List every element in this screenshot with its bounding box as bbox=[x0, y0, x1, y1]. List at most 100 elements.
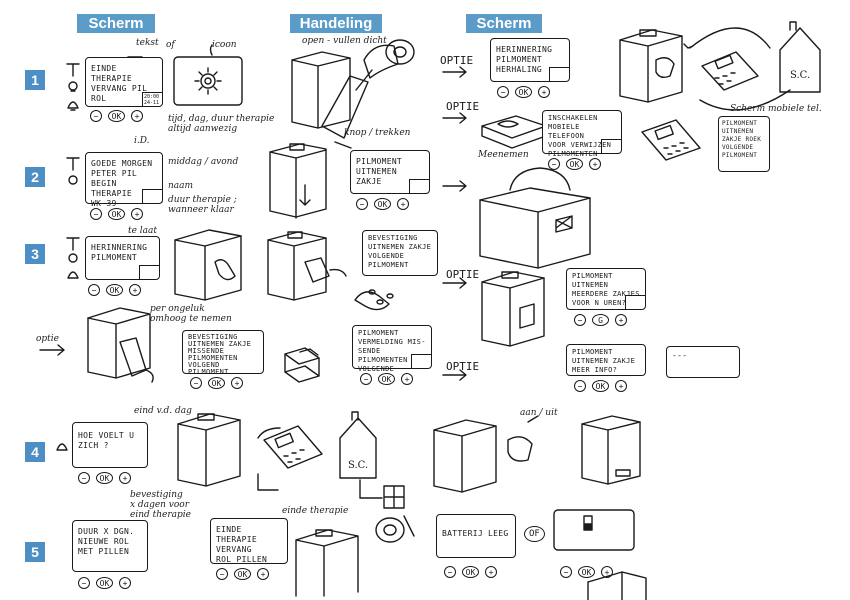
screen-text: PILMOMENT UITNEMEN MEERDERE ZAKJES VOOR … bbox=[572, 272, 640, 307]
screen-inschakelen-mobiel: INSCHAKELEN MOBIELE TELEFOON VOOR VERWIJ… bbox=[542, 110, 622, 158]
screen-pilmoment-vermelding: PILMOMENT VERMELDING MIS- SENDE PILMOMEN… bbox=[352, 325, 432, 373]
button-row: − OK + bbox=[548, 158, 601, 170]
note-optie-r4: OPTIE bbox=[446, 360, 480, 373]
bell-icon bbox=[67, 101, 79, 111]
ok-button[interactable]: OK bbox=[592, 380, 609, 392]
plus-button[interactable]: + bbox=[485, 566, 497, 578]
header-handeling: Handeling bbox=[290, 14, 382, 33]
minus-button[interactable]: − bbox=[560, 566, 572, 578]
screen-goede-morgen: GOEDE MORGEN PETER PIL BEGIN THERAPIE WK… bbox=[85, 152, 163, 208]
note-optie-r3: OPTIE bbox=[446, 268, 480, 281]
minus-button[interactable]: − bbox=[548, 158, 560, 170]
screen-text: PILMOMENT UITNEMEN ZAKJE ROEK VOLGENDE P… bbox=[722, 120, 762, 159]
screen-text: INSCHAKELEN MOBIELE TELEFOON VOOR VERWIJ… bbox=[548, 114, 612, 158]
minus-button[interactable]: − bbox=[216, 568, 228, 580]
minus-button[interactable]: − bbox=[360, 373, 372, 385]
plus-button[interactable]: + bbox=[615, 380, 627, 392]
screen-text: EINDE THERAPIE VERVANG ROL PILLEN bbox=[216, 525, 268, 564]
note-scherm-mobiel: Scherm mobiele tel. bbox=[730, 104, 822, 114]
button-row: − OK + bbox=[216, 568, 269, 580]
screen-time: 20:00 24-11 bbox=[142, 92, 162, 106]
note-tekst: tekst bbox=[136, 38, 159, 48]
ok-button[interactable]: OK bbox=[208, 377, 225, 389]
row-number-5: 5 bbox=[25, 542, 45, 562]
plus-button[interactable]: + bbox=[257, 568, 269, 580]
note-middag: middag / avond bbox=[168, 157, 239, 167]
screen-herinnering: HERINNERING PILMOMENT bbox=[85, 236, 160, 280]
button-row: − OK + bbox=[356, 198, 409, 210]
screen-einde-therapie-rol: EINDE THERAPIE VERVANG ROL PILLEN bbox=[210, 518, 288, 564]
minus-button[interactable]: − bbox=[444, 566, 456, 578]
screen-text: HOE VOELT U ZICH ? bbox=[78, 431, 135, 450]
bell-icon bbox=[67, 271, 79, 279]
plus-button[interactable]: + bbox=[131, 208, 143, 220]
minus-button[interactable]: − bbox=[78, 472, 90, 484]
ok-button[interactable]: OK bbox=[378, 373, 395, 385]
button-row: − OK + bbox=[88, 284, 141, 296]
button-row: − OK + bbox=[90, 110, 143, 122]
screen-pilmoment-uitnemen: PILMOMENT UITNEMEN ZAKJE bbox=[350, 150, 430, 194]
screen-mobiele-telefoon: PILMOMENT UITNEMEN ZAKJE ROEK VOLGENDE P… bbox=[718, 116, 770, 172]
note-optie-r1: OPTIE bbox=[440, 54, 474, 67]
row-number-2: 2 bbox=[25, 167, 45, 187]
ok-button[interactable]: OK bbox=[108, 208, 125, 220]
minus-button[interactable]: − bbox=[190, 377, 202, 389]
plus-button[interactable]: + bbox=[129, 284, 141, 296]
minus-button[interactable]: − bbox=[574, 314, 586, 326]
plus-button[interactable]: + bbox=[401, 373, 413, 385]
screen-text: PILMOMENT UITNEMEN ZAKJE MEER INFO? bbox=[572, 348, 636, 374]
ok-button[interactable]: OK bbox=[106, 284, 123, 296]
button-row: − OK + bbox=[90, 208, 143, 220]
screen-nieuwe-rol: DUUR X DGN. NIEUWE ROL MET PILLEN bbox=[72, 520, 148, 572]
screen-text: --- bbox=[672, 351, 688, 360]
note-optie: optie bbox=[36, 334, 60, 344]
row-number-1: 1 bbox=[25, 70, 45, 90]
plus-button[interactable]: + bbox=[615, 314, 627, 326]
header-scherm-right: Scherm bbox=[466, 14, 542, 33]
screen-dashes: --- bbox=[666, 346, 740, 378]
screen-bevestiging: BEVESTIGING UITNEMEN ZAKJE MISSENDE PILM… bbox=[182, 330, 264, 376]
g-button[interactable]: G bbox=[592, 314, 609, 326]
note-einde-therapie: einde therapie bbox=[282, 506, 349, 516]
minus-button[interactable]: − bbox=[78, 577, 90, 589]
ok-button[interactable]: OK bbox=[462, 566, 479, 578]
minus-button[interactable]: − bbox=[90, 208, 102, 220]
ok-button[interactable]: OK bbox=[578, 566, 595, 578]
plus-button[interactable]: + bbox=[601, 566, 613, 578]
note-per-ongeluk: per ongeluk omhoog te nemen bbox=[150, 304, 232, 324]
button-row: − OK + bbox=[78, 472, 131, 484]
minus-button[interactable]: − bbox=[90, 110, 102, 122]
screen-text: BEVESTIGING UITNEMEN ZAKJE MISSENDE PILM… bbox=[188, 333, 252, 376]
screen-einde-therapie: EINDE THERAPIE VERVANG PIL ROL 20:00 24-… bbox=[85, 57, 163, 107]
minus-button[interactable]: − bbox=[497, 86, 509, 98]
screen-herinnering-herhaling: HERINNERING PILMOMENT HERHALING bbox=[490, 38, 570, 82]
note-te-laat: te laat bbox=[128, 226, 158, 236]
plus-button[interactable]: + bbox=[538, 86, 550, 98]
button-row: − OK + bbox=[560, 566, 613, 578]
bulb-icon bbox=[68, 81, 78, 92]
minus-button[interactable]: − bbox=[88, 284, 100, 296]
ok-button[interactable]: OK bbox=[96, 472, 113, 484]
ok-button[interactable]: OK bbox=[96, 577, 113, 589]
screen-batterij-leeg: BATTERIJ LEEG bbox=[436, 514, 516, 558]
note-knop: knop / trekken bbox=[344, 128, 411, 138]
plus-button[interactable]: + bbox=[131, 110, 143, 122]
ok-button[interactable]: OK bbox=[234, 568, 251, 580]
ok-button[interactable]: OK bbox=[515, 86, 532, 98]
bell-icon bbox=[56, 443, 68, 451]
plus-button[interactable]: + bbox=[589, 158, 601, 170]
ok-button[interactable]: OK bbox=[108, 110, 125, 122]
ok-button[interactable]: OK bbox=[566, 158, 583, 170]
screen-meerdere-zakjes: PILMOMENT UITNEMEN MEERDERE ZAKJES VOOR … bbox=[566, 268, 646, 310]
plus-button[interactable]: + bbox=[119, 472, 131, 484]
screen-text: GOEDE MORGEN PETER PIL BEGIN THERAPIE WK… bbox=[91, 159, 153, 208]
note-duur: duur therapie ; wanneer klaar bbox=[168, 195, 237, 215]
minus-button[interactable]: − bbox=[356, 198, 368, 210]
plus-button[interactable]: + bbox=[397, 198, 409, 210]
minus-button[interactable]: − bbox=[574, 380, 586, 392]
plus-button[interactable]: + bbox=[119, 577, 131, 589]
screen-text: BEVESTIGING UITNEMEN ZAKJE VOLGENDE PILM… bbox=[368, 234, 432, 269]
plus-button[interactable]: + bbox=[231, 377, 243, 389]
button-row: − OK + bbox=[360, 373, 413, 385]
ok-button[interactable]: OK bbox=[374, 198, 391, 210]
